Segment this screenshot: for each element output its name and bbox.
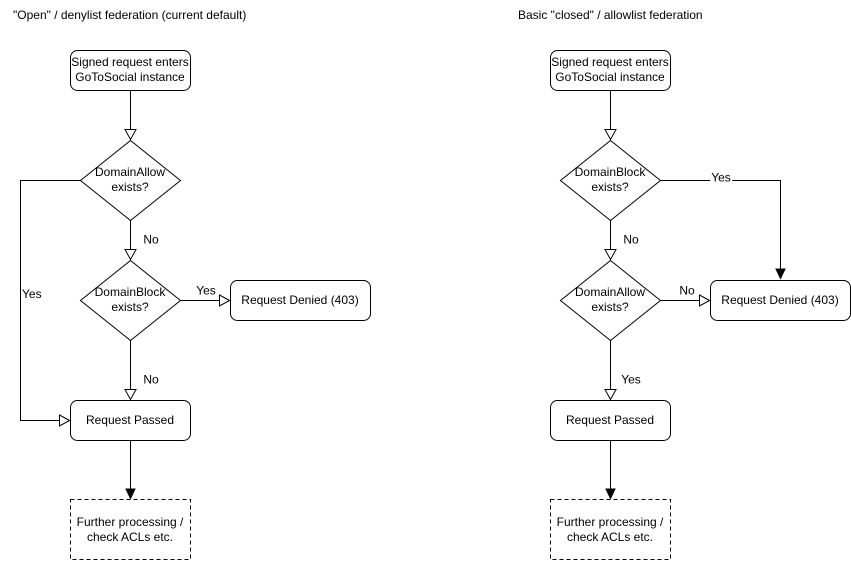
left-start-node-label: Signed request enters GoToSocial instanc…: [71, 55, 189, 84]
left-arrowhead-block-top-icon: [124, 249, 137, 261]
right-domain-block-diamond-label: DomainBlock exists?: [574, 165, 646, 194]
right-denied-node-label: Request Denied (403): [721, 292, 839, 307]
left-chart-title: "Open" / denylist federation (current de…: [13, 8, 247, 22]
left-further-node-label: Further processing / check ACLs etc.: [76, 514, 184, 544]
right-arrowhead-passed-top-icon: [604, 389, 617, 401]
left-edge-label-block-yes: Yes: [195, 283, 217, 299]
right-arrowhead-denied-top-icon: [775, 268, 786, 280]
right-edge-label-allow-yes: Yes: [620, 372, 642, 388]
right-domain-allow-diamond-label: DomainAllow exists?: [574, 285, 646, 314]
left-arrowhead-passed-top-icon: [124, 389, 137, 401]
left-flowchart: [20, 50, 371, 560]
left-edge-label-allow-yes: Yes: [21, 287, 43, 302]
left-arrowhead-further-top-icon: [125, 488, 136, 500]
right-arrowhead-block-top-icon: [604, 129, 617, 141]
right-flowchart: [550, 50, 851, 560]
left-denied-node-shape: [230, 280, 371, 321]
left-denied-node-label: Request Denied (403): [241, 292, 359, 307]
right-arrowhead-further-top-icon: [605, 488, 616, 500]
right-further-node-shape: [550, 499, 671, 560]
left-domain-block-diamond-label: DomainBlock exists?: [94, 285, 166, 314]
left-arrowhead-denied-left-icon: [219, 294, 231, 307]
left-further-node-shape: [70, 499, 191, 560]
right-edge-label-allow-no: No: [678, 283, 696, 299]
left-edge-allow-yes-to-passed: [20, 180, 81, 421]
right-arrowhead-denied-left-icon: [699, 294, 711, 307]
left-arrowhead-allow-top-icon: [124, 129, 137, 141]
left-arrowhead-passed-left-icon: [59, 414, 71, 427]
right-passed-node-label: Request Passed: [565, 412, 655, 427]
right-chart-title: Basic "closed" / allowlist federation: [518, 8, 703, 22]
right-start-node-label: Signed request enters GoToSocial instanc…: [551, 55, 669, 84]
left-edge-label-block-no: No: [142, 372, 160, 388]
left-passed-node-label: Request Passed: [85, 412, 175, 427]
left-edge-label-allow-no: No: [142, 232, 160, 248]
right-arrowhead-allow-top-icon: [604, 249, 617, 261]
left-domain-allow-diamond-label: DomainAllow exists?: [94, 165, 166, 194]
right-edge-block-yes-to-denied: [660, 180, 781, 270]
right-edge-label-block-no: No: [622, 232, 640, 248]
right-further-node-label: Further processing / check ACLs etc.: [556, 514, 664, 544]
right-edge-label-block-yes: Yes: [710, 170, 732, 186]
